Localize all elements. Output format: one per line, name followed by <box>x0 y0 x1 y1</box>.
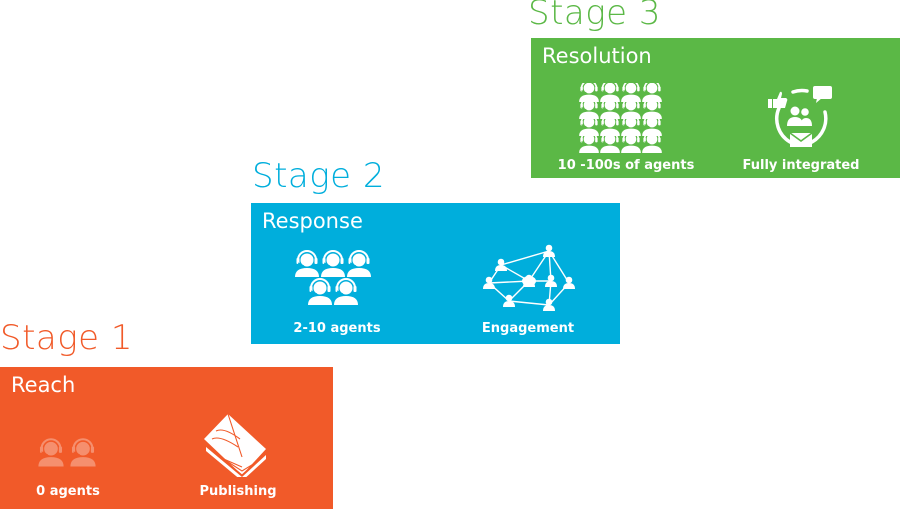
stage-2-item-1-label: 2-10 agents <box>293 321 381 336</box>
stage-2-item-2-label: Engagement <box>481 321 575 336</box>
stage-2-card: Response 2-10 agents En <box>251 203 620 344</box>
agents-faded-icon <box>35 435 103 471</box>
stage-3-item-2-label: Fully integrated <box>742 158 860 173</box>
stage-2-title: Stage 2 <box>252 156 386 196</box>
book-icon <box>198 409 270 477</box>
network-icon <box>479 243 579 315</box>
stage-1-title: Stage 1 <box>0 318 134 358</box>
stage-3-item-1-label: 10 -100s of agents <box>557 158 695 173</box>
integrated-channels-icon <box>765 82 837 154</box>
stage-1-item-1-label: 0 agents <box>36 484 100 499</box>
stage-1-heading: Reach <box>11 373 76 397</box>
agents-crowd-icon <box>577 83 669 155</box>
stage-1-item-2-label: Publishing <box>199 484 277 499</box>
stage-3-card: Resolution 10 -100s of agents Fully inte… <box>531 38 900 178</box>
stage-2-heading: Response <box>262 209 363 233</box>
stage-3-heading: Resolution <box>542 44 652 68</box>
stage-1-card: Reach 0 agents Publishing <box>0 367 333 509</box>
stage-3-title: Stage 3 <box>528 0 662 33</box>
agents-group-icon <box>292 248 382 318</box>
